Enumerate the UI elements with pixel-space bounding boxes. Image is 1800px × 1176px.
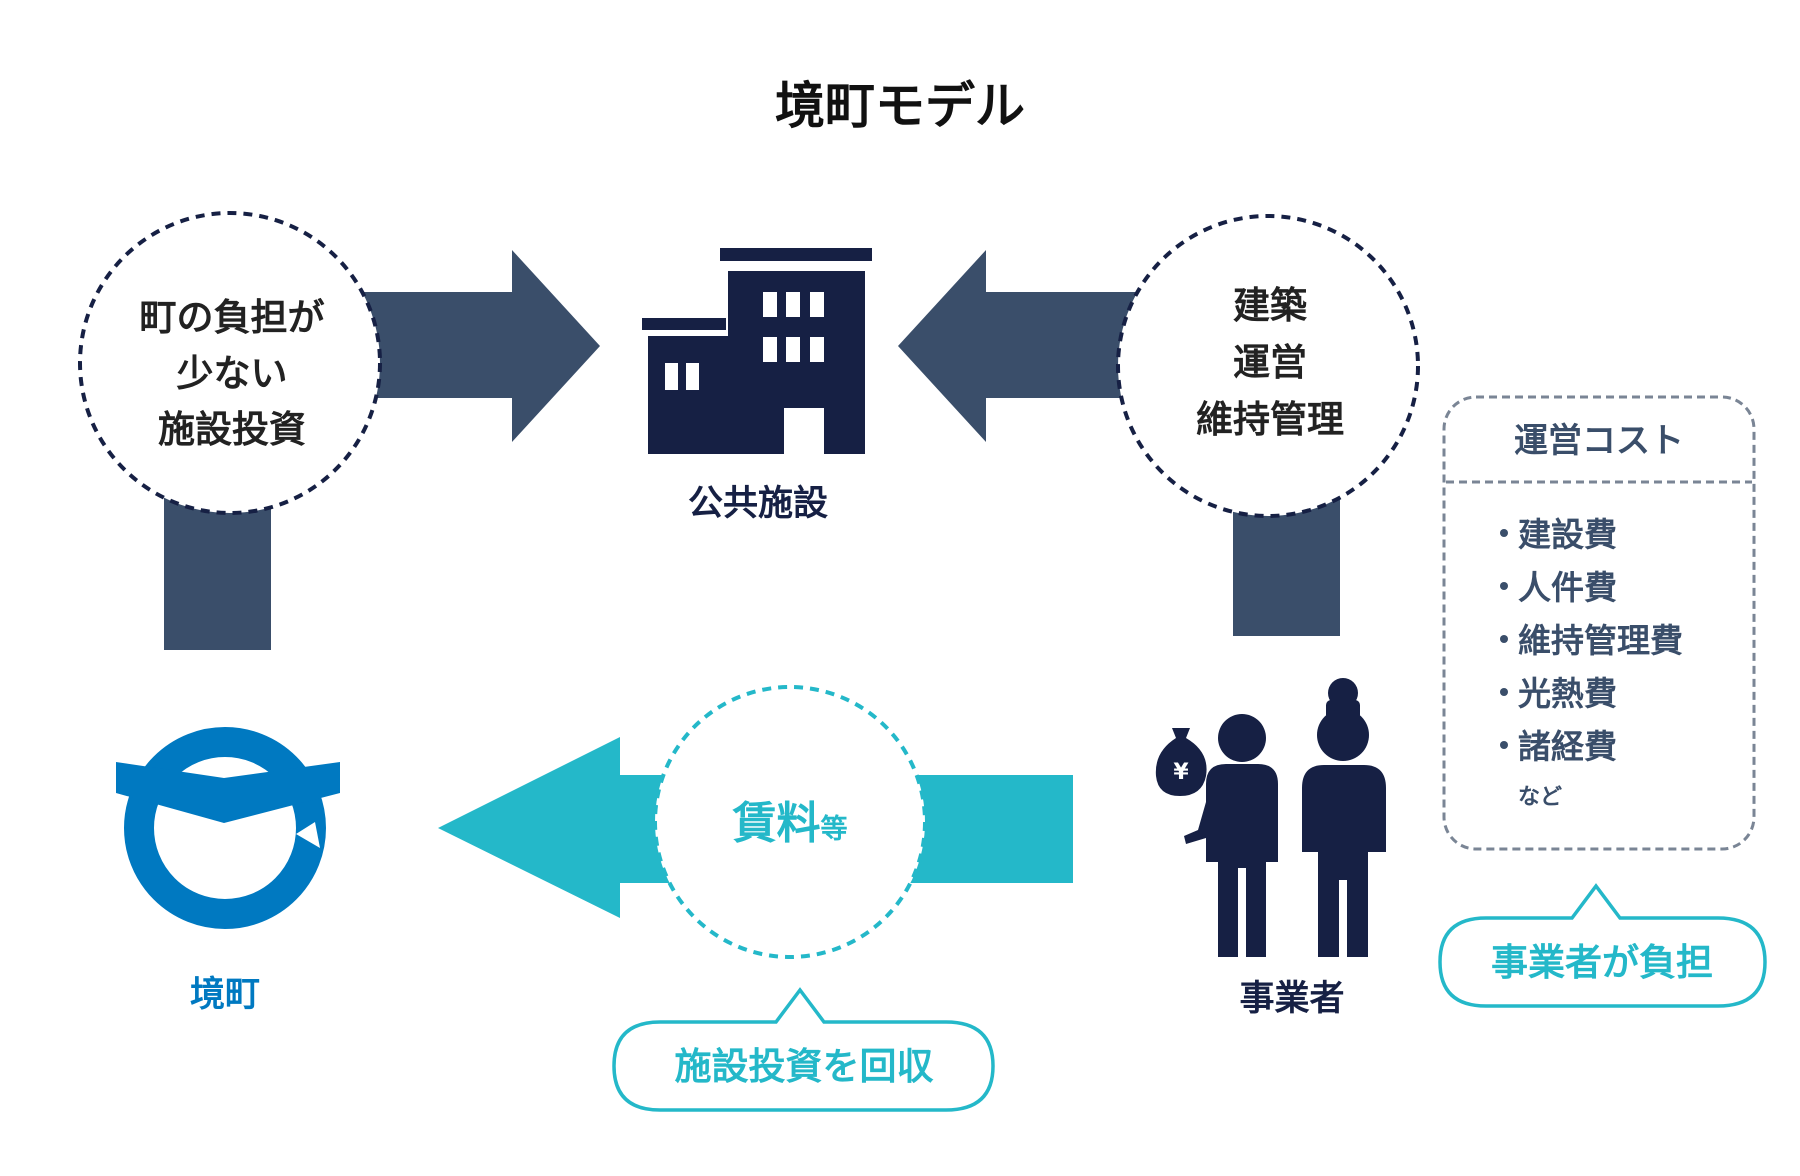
building-icon — [642, 248, 872, 454]
cost-item: 建設費 — [1518, 515, 1617, 554]
circle-left-line-3: 施設投資 — [158, 408, 306, 451]
facility-label: 公共施設 — [688, 484, 828, 524]
rent-suffix: 等 — [821, 813, 848, 845]
bullet — [1500, 582, 1508, 590]
chef-icon — [1302, 678, 1386, 957]
diagram-title: 境町モデル — [775, 77, 1025, 135]
circle-right-line-1: 建築 — [1233, 284, 1308, 327]
cost-box — [1442, 395, 1756, 851]
operator-label: 事業者 — [1239, 979, 1344, 1019]
bullet — [1500, 741, 1508, 749]
circle-town-investment — [78, 211, 382, 515]
circle-right-line-3: 維持管理 — [1196, 398, 1344, 441]
circle-operator-roles — [1116, 214, 1420, 518]
town-label: 境町 — [190, 975, 260, 1015]
bullet — [1500, 635, 1508, 643]
cost-item: 光熱費 — [1518, 674, 1617, 713]
bubble-recover-investment — [612, 987, 995, 1112]
circle-rent-label: 賃料等 — [732, 798, 848, 849]
bubble-recover-investment-text: 施設投資を回収 — [675, 1045, 934, 1088]
circle-left-line-2: 少ない — [177, 352, 288, 395]
money-bag-icon: ¥ — [1155, 728, 1207, 796]
bullet — [1500, 529, 1508, 537]
rent-main: 賃料 — [732, 798, 821, 849]
bubble-operator-burden-text: 事業者が負担 — [1491, 941, 1713, 984]
town-logo-icon — [116, 727, 340, 929]
yen-sign: ¥ — [1173, 760, 1189, 785]
businessman-icon — [1184, 714, 1278, 957]
cost-etc: など — [1518, 785, 1562, 810]
bullet — [1500, 688, 1508, 696]
cost-item: 諸経費 — [1518, 727, 1617, 766]
cost-item: 人件費 — [1518, 568, 1617, 607]
bubble-operator-burden — [1438, 883, 1767, 1008]
cost-item: 維持管理費 — [1518, 621, 1683, 660]
left-vertical-connector — [164, 490, 271, 650]
circle-left-line-1: 町の負担が — [140, 296, 325, 339]
circle-right-line-2: 運営 — [1233, 341, 1307, 384]
arrow-to-facility-right — [898, 250, 1150, 442]
cost-box-title: 運営コスト — [1514, 421, 1684, 461]
circle-rent — [653, 685, 927, 959]
